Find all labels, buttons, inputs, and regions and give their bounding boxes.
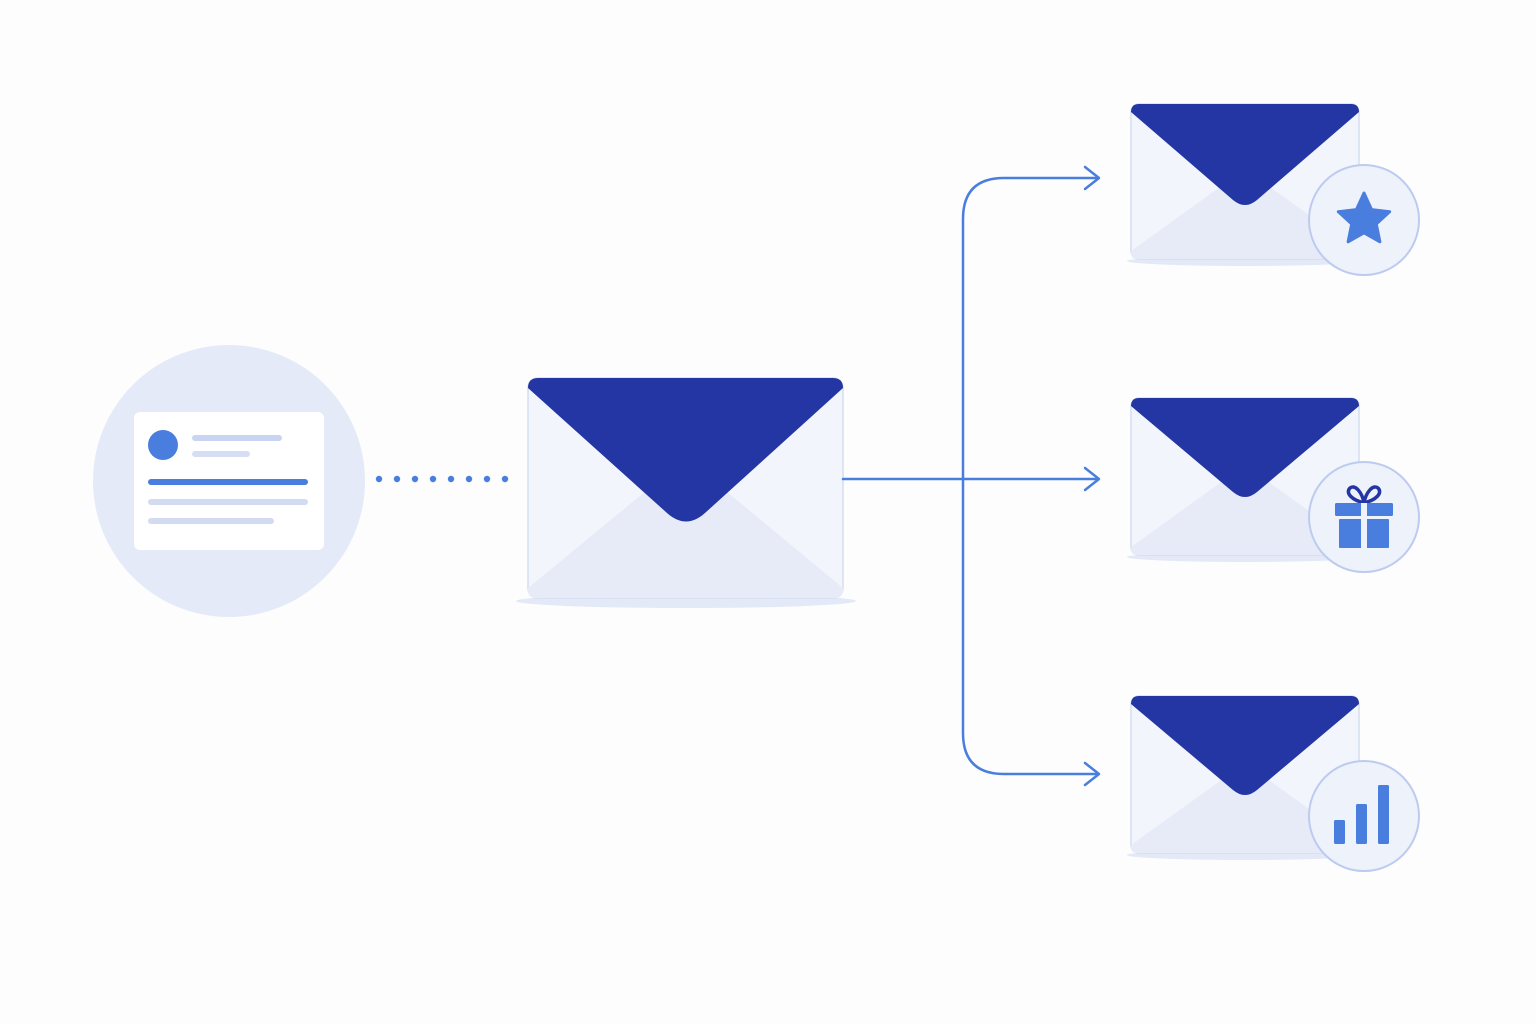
chart-bar-3	[1378, 785, 1389, 844]
bar-chart-icon	[1334, 785, 1389, 844]
gift-icon	[1335, 485, 1393, 548]
arrow-head-middle	[1083, 466, 1101, 492]
connector-dot	[393, 475, 401, 483]
target-envelope-flap	[1131, 104, 1359, 205]
target-envelope-chart	[1127, 695, 1420, 872]
arrow-head-bottom	[1083, 761, 1101, 787]
branch-vertical-line	[961, 176, 1100, 776]
connector-dot	[429, 475, 437, 483]
arrow-head-top	[1083, 165, 1101, 191]
target-envelope-star	[1127, 103, 1420, 276]
connector-dot	[501, 475, 509, 483]
hub-envelope-lower-fold	[528, 458, 843, 598]
connector-dot	[483, 475, 491, 483]
gift-ribbon	[1361, 503, 1367, 548]
chart-badge	[1308, 760, 1420, 872]
target-envelope-lower-fold	[1131, 763, 1359, 853]
connector-dot	[411, 475, 419, 483]
star-badge	[1308, 164, 1420, 276]
hub-envelope-flap	[528, 378, 843, 522]
branch-connectors	[841, 165, 1101, 787]
chart-bar-1	[1334, 820, 1345, 844]
profile-detail-line-1	[148, 479, 308, 485]
target-envelope-lower-fold	[1131, 169, 1359, 259]
connector-dot	[447, 475, 455, 483]
profile-detail-line-3	[148, 518, 274, 524]
profile-avatar	[148, 430, 178, 460]
target-envelope-flap	[1131, 398, 1359, 497]
gift-badge	[1308, 461, 1420, 573]
profile-detail-line-2	[148, 499, 308, 505]
email-envelope-icon	[516, 377, 856, 608]
connector-dot	[465, 475, 473, 483]
user-profile-card-icon	[134, 412, 324, 550]
profile-subtitle-line	[192, 451, 250, 457]
source-profile-node	[93, 345, 365, 617]
target-envelope-lower-fold	[1131, 465, 1359, 555]
star-icon	[1336, 191, 1392, 244]
dotted-connector	[375, 475, 509, 483]
target-envelope-gift	[1127, 397, 1420, 573]
profile-name-line	[192, 435, 282, 441]
target-envelope-flap	[1131, 696, 1359, 795]
chart-bar-2	[1356, 804, 1367, 844]
connector-dot	[375, 475, 383, 483]
